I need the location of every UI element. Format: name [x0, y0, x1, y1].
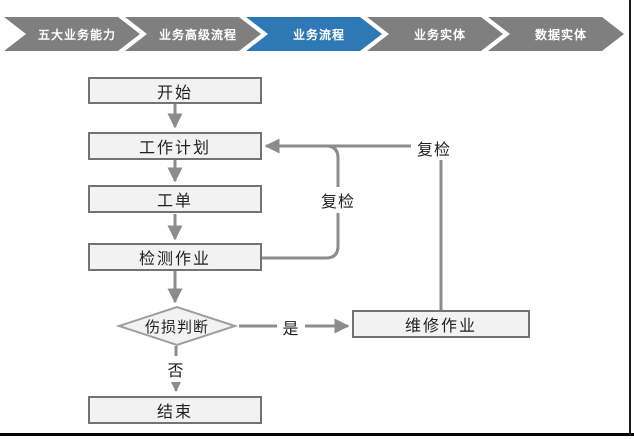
nav-step-five-business-capabilities[interactable]: 五大业务能力 [4, 17, 140, 51]
flow-node-repair-job: 维修作业 [352, 310, 530, 338]
flow-node-work-order: 工单 [88, 185, 262, 213]
nav-step-data-entity[interactable]: 数据实体 [488, 17, 624, 51]
edge-label-recheck-inspection: 复检 [315, 187, 361, 213]
edge-inspection-recheck-to-workplan [262, 144, 340, 260]
edge-label-yes: 是 [277, 314, 305, 339]
slide-border-bottom [0, 433, 634, 436]
flow-node-damage-judgment-label: 伤损判断 [144, 318, 209, 336]
nav-step-business-highlevel-process[interactable]: 业务高级流程 [125, 17, 261, 51]
nav-step-label: 业务高级流程 [158, 27, 237, 42]
edge-repair-recheck-to-workplan [264, 138, 443, 310]
edge-label-no: 否 [162, 356, 190, 382]
nav-step-label: 数据实体 [534, 27, 587, 42]
nav-step-label: 业务实体 [413, 27, 466, 42]
flow-node-damage-judgment-shape [115, 305, 239, 347]
edge-label-recheck-repair: 复检 [411, 135, 457, 160]
flow-node-end: 结束 [88, 396, 262, 424]
flow-node-work-plan: 工作计划 [88, 132, 262, 160]
nav-step-label: 五大业务能力 [37, 27, 116, 42]
flow-node-inspection-job: 检测作业 [88, 243, 262, 271]
nav-step-business-process-active[interactable]: 业务流程 [246, 17, 382, 51]
nav-step-label: 业务流程 [292, 27, 345, 42]
flow-node-start: 开始 [88, 77, 262, 104]
slide-border-right [629, 0, 631, 436]
nav-step-business-entity[interactable]: 业务实体 [367, 17, 503, 51]
